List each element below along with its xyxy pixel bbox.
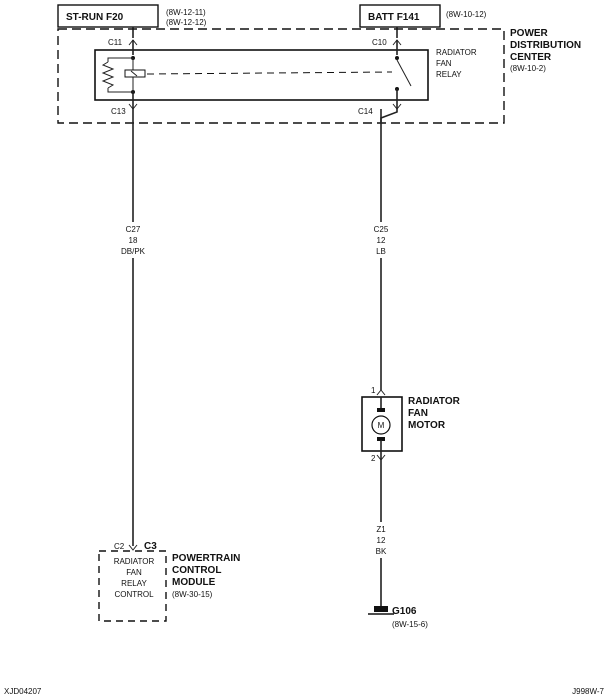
- st-run-fuse-box: [57, 4, 159, 28]
- st-run-fuse-ref-1: (8W-12-11): [166, 8, 206, 17]
- coil-upper-lead: [107, 57, 133, 62]
- connector-c14: C14: [358, 107, 373, 116]
- pcm-function-4: CONTROL: [114, 590, 154, 599]
- wire-c25-gauge: 12: [377, 236, 386, 245]
- wire-z1-label-bg: [370, 522, 394, 558]
- wire-c25-label-bg: [368, 222, 394, 258]
- coil-lower-lead: [107, 88, 133, 93]
- footer-left-code: XJD04207: [4, 687, 42, 696]
- coil-core-mark: [130, 70, 138, 77]
- wire-c25-circuit: C25: [374, 225, 389, 234]
- relay-label-1: RADIATOR: [436, 48, 477, 57]
- pcm-function-3: RELAY: [121, 579, 147, 588]
- motor-pin-2: 2: [371, 454, 376, 463]
- connector-c10: C10: [372, 38, 387, 47]
- wire-z1-color: BK: [376, 547, 387, 556]
- motor-title-2: FAN: [408, 408, 428, 419]
- pdc-outline: [57, 28, 505, 124]
- wire-c25-color: LB: [376, 247, 386, 256]
- ground-symbol: [374, 606, 388, 612]
- wire-c27-circuit: C27: [126, 225, 141, 234]
- pcm-title-1: POWERTRAIN: [172, 553, 240, 564]
- footer-right-code: J998W-7: [572, 687, 604, 696]
- pcm-pin-chevron: [128, 544, 138, 551]
- coil-core: [124, 69, 146, 78]
- ground-label: G106: [392, 606, 417, 617]
- relay-linkage: [146, 71, 393, 75]
- ground-ref: (8W-15-6): [392, 620, 428, 629]
- motor-brush-top: [377, 408, 385, 412]
- motor-symbol: [371, 415, 391, 435]
- relay-label-3: RELAY: [436, 70, 462, 79]
- pcm-title-2: CONTROL: [172, 565, 221, 576]
- relay-box: [94, 49, 429, 101]
- pcm-pin: C2: [114, 542, 125, 551]
- batt-fuse-label: BATT F141: [368, 12, 420, 23]
- pdc-title-1: POWER: [510, 28, 549, 39]
- switch-arm: [396, 59, 412, 87]
- st-run-fuse-ref-2: (8W-12-12): [166, 18, 207, 27]
- pcm-outline: [98, 550, 167, 622]
- wire-c27-gauge: 18: [129, 236, 138, 245]
- wire-c25-jog: [380, 109, 398, 122]
- pcm-function-1: RADIATOR: [114, 557, 155, 566]
- motor-title-1: RADIATOR: [408, 396, 461, 407]
- switch-contact-top: [395, 56, 399, 60]
- st-run-fuse-label: ST-RUN F20: [66, 12, 124, 23]
- wire-c27-label-bg: [118, 222, 148, 258]
- pdc-ref: (8W-10-2): [510, 64, 546, 73]
- connector-c13: C13: [111, 107, 126, 116]
- relay-coil: [101, 61, 115, 89]
- wire-z1-circuit: Z1: [376, 525, 386, 534]
- relay-label-2: FAN: [436, 59, 452, 68]
- wire-z1-gauge: 12: [377, 536, 386, 545]
- pcm-connector: C3: [144, 541, 157, 552]
- motor-title-3: MOTOR: [408, 420, 446, 431]
- pdc-title-2: DISTRIBUTION: [510, 40, 581, 51]
- batt-fuse-ref: (8W-10-12): [446, 10, 487, 19]
- connector-c11: C11: [108, 38, 123, 47]
- motor-symbol-letter: M: [378, 421, 385, 430]
- pcm-title-3: MODULE: [172, 577, 216, 588]
- pcm-ref: (8W-30-15): [172, 590, 213, 599]
- motor-brush-bottom: [377, 437, 385, 441]
- wire-c27-color: DB/PK: [121, 247, 146, 256]
- pdc-title-3: CENTER: [510, 52, 552, 63]
- pcm-function-2: FAN: [126, 568, 142, 577]
- batt-fuse-box: [359, 4, 441, 28]
- motor-pin-1-chevron: [376, 389, 386, 396]
- motor-pin-1: 1: [371, 386, 376, 395]
